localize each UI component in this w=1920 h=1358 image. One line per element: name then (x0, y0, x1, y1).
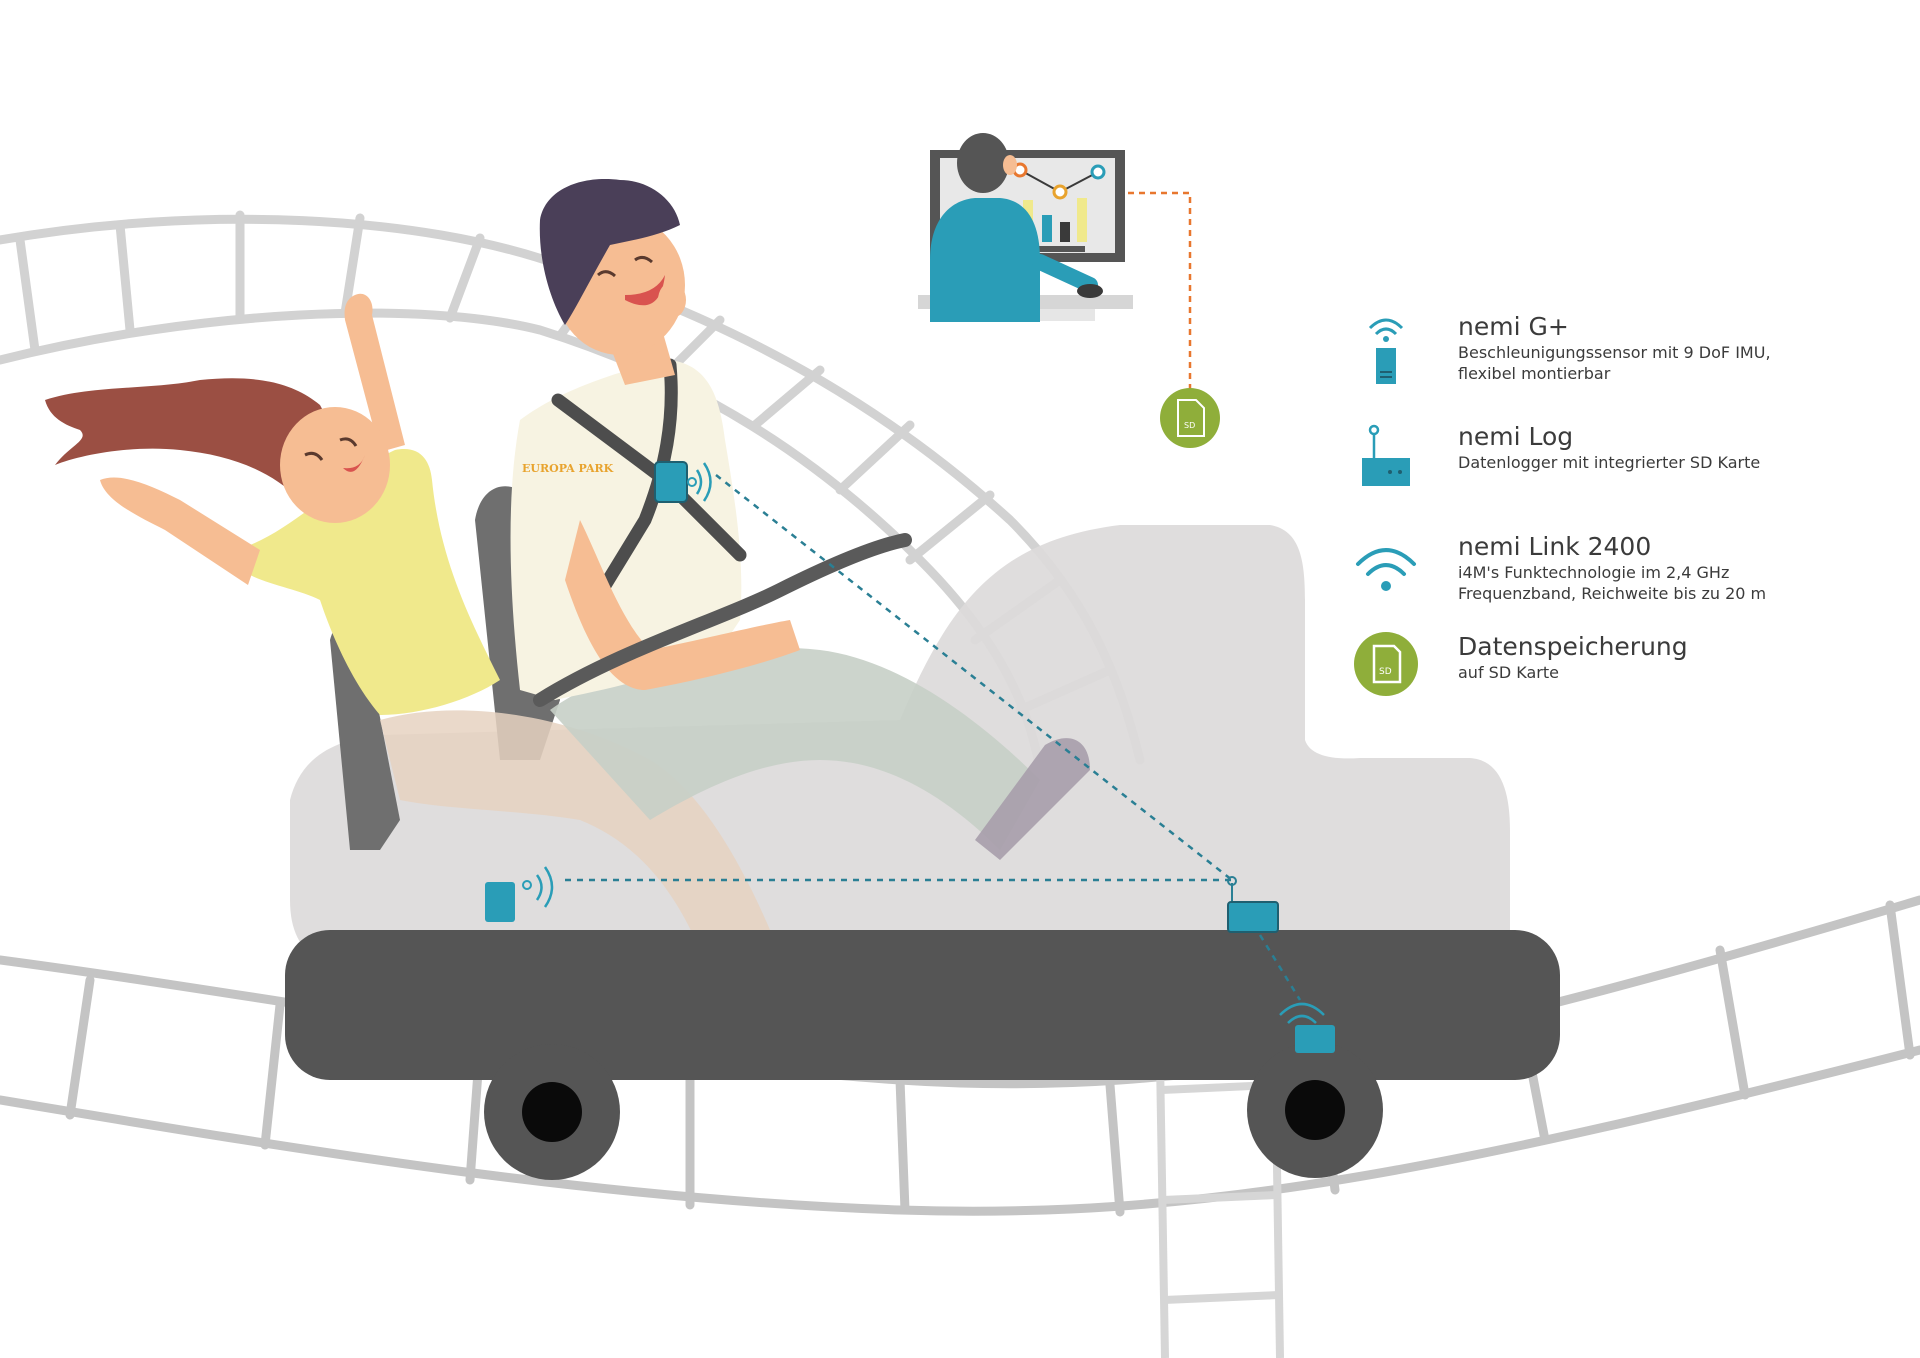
cart-base (285, 930, 1560, 1080)
man-hair (539, 179, 680, 325)
legend-desc-line2: Frequenzband, Reichweite bis zu 20 m (1458, 584, 1767, 603)
chest-sensor-icon (654, 461, 712, 503)
monitor-sd-link (1128, 191, 1192, 390)
svg-text:SD: SD (1379, 667, 1392, 677)
wheel-right (1247, 1042, 1383, 1178)
girl-hair (45, 378, 329, 500)
legend-title: nemi Link 2400 (1458, 532, 1652, 561)
girl-head (280, 407, 390, 523)
wireless-links (565, 474, 1302, 1001)
wheel-left (484, 1044, 620, 1180)
legend-desc-line1: Beschleunigungssensor mit 9 DoF IMU, (1458, 343, 1771, 362)
sd-storage-icon: SD (1160, 388, 1220, 448)
legend-title: nemi Log (1458, 422, 1574, 451)
legend-title: Datenspeicherung (1458, 632, 1688, 661)
svg-text:SD: SD (1184, 421, 1195, 430)
logger-icon (1362, 424, 1410, 486)
legend-item-nemi-log: nemi Log Datenlogger mit integrierter SD… (1350, 420, 1890, 520)
legend-desc-line2: flexibel montierbar (1458, 364, 1611, 383)
legend-item-nemi-link: nemi Link 2400 i4M's Funktechnologie im … (1350, 530, 1890, 630)
shirt-logo: EUROPA PARK (522, 462, 614, 475)
cart-logger-icon (1227, 876, 1279, 933)
seat-sensor-icon (485, 866, 554, 922)
steering-bar (533, 533, 912, 707)
girl-outstretched-arm (100, 477, 260, 585)
sensor-wifi-icon (1368, 318, 1404, 384)
monitoring-station (918, 133, 1133, 322)
legend-desc-line1: Datenlogger mit integrierter SD Karte (1458, 453, 1761, 472)
man-arm (565, 520, 800, 690)
legend-item-datenspeicherung: SD Datenspeicherung auf SD Karte (1350, 630, 1890, 730)
girl-legs (380, 710, 770, 950)
sd-card-icon: SD (1354, 632, 1418, 696)
man-legs (550, 647, 1040, 850)
wifi-icon (1356, 548, 1416, 591)
man-shirt (510, 360, 742, 700)
girl-raised-arm (344, 293, 405, 452)
under-cart-sensor-icon (1279, 1002, 1335, 1053)
legend-title: nemi G+ (1458, 312, 1569, 341)
legend-item-nemi-g-plus: nemi G+ Beschleunigungssensor mit 9 DoF … (1350, 310, 1890, 410)
legend-desc-line1: auf SD Karte (1458, 663, 1559, 682)
legend-desc-line1: i4M's Funktechnologie im 2,4 GHz (1458, 563, 1730, 582)
